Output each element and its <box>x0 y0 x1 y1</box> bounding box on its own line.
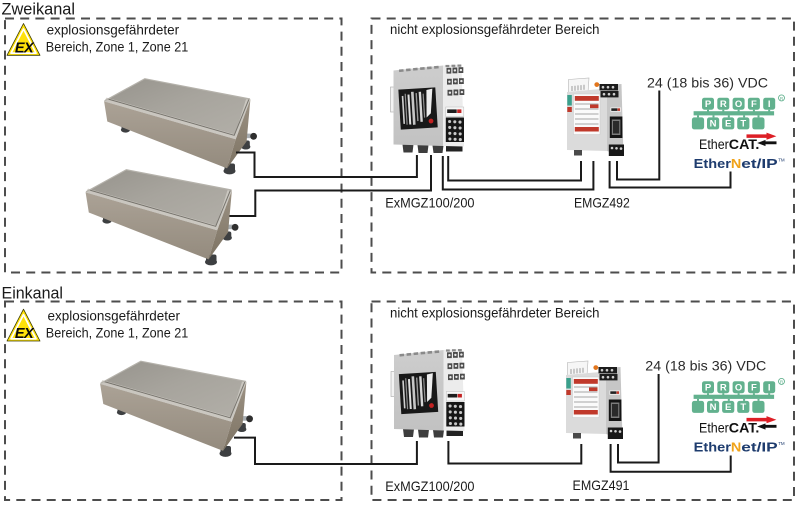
svg-text:EMGZ492: EMGZ492 <box>574 195 630 211</box>
svg-text:ExMGZ100/200: ExMGZ100/200 <box>385 194 474 210</box>
svg-text:24 (18 bis 36) VDC: 24 (18 bis 36) VDC <box>645 358 766 374</box>
svg-text:Bereich, Zone 1, Zone 21: Bereich, Zone 1, Zone 21 <box>46 324 189 340</box>
svg-text:ExMGZ100/200: ExMGZ100/200 <box>385 478 474 494</box>
svg-text:explosionsgefährdeter: explosionsgefährdeter <box>48 307 181 323</box>
svg-text:Zweikanal: Zweikanal <box>2 1 76 19</box>
svg-text:nicht explosionsgefährdeter Be: nicht explosionsgefährdeter Bereich <box>390 304 600 320</box>
svg-text:Einkanal: Einkanal <box>2 285 64 303</box>
svg-text:EMGZ491: EMGZ491 <box>573 477 630 493</box>
svg-text:explosionsgefährdeter: explosionsgefährdeter <box>47 22 180 38</box>
svg-text:nicht explosionsgefährdeter Be: nicht explosionsgefährdeter Bereich <box>390 21 600 37</box>
svg-text:Bereich, Zone 1, Zone 21: Bereich, Zone 1, Zone 21 <box>46 39 189 55</box>
svg-text:24 (18 bis 36) VDC: 24 (18 bis 36) VDC <box>647 75 768 91</box>
